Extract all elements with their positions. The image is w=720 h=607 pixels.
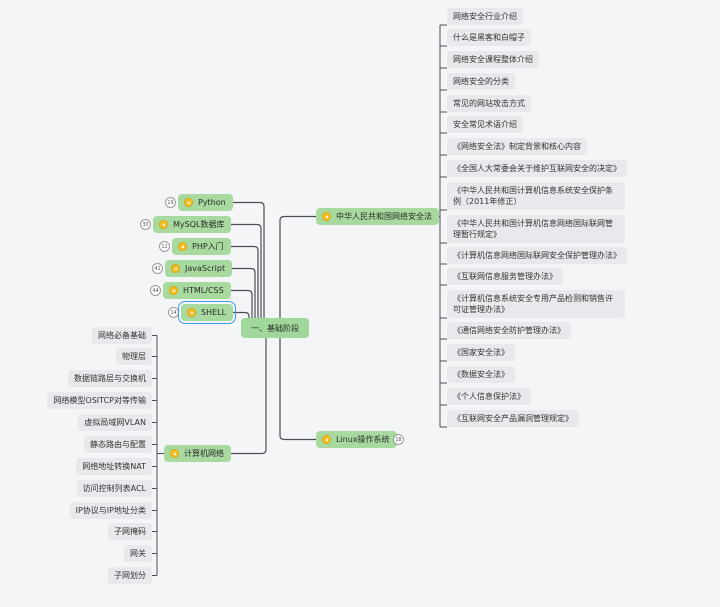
network-topic-item[interactable]: 物理层 xyxy=(116,348,152,365)
network-topic-item[interactable]: 网络模型OSITCP对等传输 xyxy=(47,392,152,409)
branch-label: SHELL xyxy=(201,308,227,317)
topic-icon xyxy=(187,308,196,317)
branch-label: Linux操作系统 xyxy=(336,435,390,444)
network-topic-item[interactable]: 静态路由与配置 xyxy=(84,436,152,453)
branch-count-badge[interactable]: 18 xyxy=(393,434,404,445)
law-topic-item[interactable]: 什么是黑客和白帽子 xyxy=(447,29,531,46)
branch-linux[interactable]: Linux操作系统 xyxy=(316,431,397,448)
law-topic-item[interactable]: 安全常见术语介绍 xyxy=(447,116,523,133)
connector-line xyxy=(275,215,316,329)
topic-icon xyxy=(159,220,168,229)
law-topic-item[interactable]: 常见的网站攻击方式 xyxy=(447,95,531,112)
law-topic-item[interactable]: 网络安全的分类 xyxy=(447,73,515,90)
connector-line xyxy=(232,267,256,320)
branch-label: HTML/CSS xyxy=(183,286,224,295)
law-topic-item[interactable]: 网络安全行业介绍 xyxy=(447,8,523,25)
connector-line xyxy=(279,328,316,441)
law-topic-item[interactable]: 《数据安全法》 xyxy=(447,366,515,383)
branch-count-badge[interactable]: 14 xyxy=(168,307,179,318)
branch-python[interactable]: Python xyxy=(178,194,233,211)
law-topic-item[interactable]: 《互联网安全产品漏洞管理规定》 xyxy=(447,410,579,427)
connector-line xyxy=(233,311,250,320)
law-topic-item[interactable]: 《全国人大常委会关于维护互联网安全的决定》 xyxy=(447,160,627,177)
branch-label: PHP入门 xyxy=(192,242,224,251)
connector-line xyxy=(231,289,253,320)
branch-label: JavaScript xyxy=(185,264,226,273)
topic-icon xyxy=(169,286,178,295)
branch-javascript[interactable]: JavaScript xyxy=(165,260,233,277)
law-topic-item[interactable]: 《国家安全法》 xyxy=(447,344,515,361)
branch-label: 计算机网络 xyxy=(184,449,224,458)
connector-line xyxy=(231,223,262,320)
branch-cybersecurity-law[interactable]: 中华人民共和国网络安全法 xyxy=(316,208,439,225)
law-topic-item[interactable]: 《通信网络安全防护管理办法》 xyxy=(447,322,571,339)
network-topic-item[interactable]: 访问控制列表ACL xyxy=(76,480,152,497)
network-topic-item[interactable]: 虚拟局域网VLAN xyxy=(78,414,152,431)
law-topic-item[interactable]: 《网络安全法》制定背景和核心内容 xyxy=(447,138,587,155)
branch-html-css[interactable]: HTML/CSS xyxy=(163,282,231,299)
network-topic-item[interactable]: 子网掩码 xyxy=(108,523,152,540)
branch-shell[interactable]: SHELL xyxy=(177,301,237,324)
branch-php[interactable]: PHP入门 xyxy=(172,238,231,255)
branch-count-badge[interactable]: 19 xyxy=(165,197,176,208)
network-topic-item[interactable]: 数据链路层与交换机 xyxy=(68,370,152,387)
law-topic-item[interactable]: 《计算机信息网络国际联网安全保护管理办法》 xyxy=(447,247,627,264)
law-topic-item[interactable]: 网络安全课程整体介绍 xyxy=(447,51,539,68)
branch-label: MySQL数据库 xyxy=(173,220,225,229)
law-topic-item[interactable]: 《中华人民共和国计算机信息网络国际联网管理暂行规定》 xyxy=(447,215,625,243)
connector-line xyxy=(233,201,265,320)
root-label: 一、基础阶段 xyxy=(251,323,299,333)
topic-icon xyxy=(184,198,193,207)
network-topic-item[interactable]: 网络地址转换NAT xyxy=(76,458,152,475)
topic-icon xyxy=(170,449,179,458)
branch-count-badge[interactable]: 44 xyxy=(150,285,161,296)
network-topic-item[interactable]: 子网划分 xyxy=(108,567,152,584)
root-node[interactable]: 一、基础阶段 xyxy=(241,318,309,338)
branch-count-badge[interactable]: 41 xyxy=(152,263,163,274)
law-topic-item[interactable]: 《计算机信息系统安全专用产品检测和销售许可证管理办法》 xyxy=(447,290,625,318)
branch-count-badge[interactable]: 30 xyxy=(140,219,151,230)
branch-count-badge[interactable]: 12 xyxy=(159,241,170,252)
topic-icon xyxy=(171,264,180,273)
branch-mysql[interactable]: MySQL数据库 xyxy=(153,216,232,233)
law-topic-item[interactable]: 《个人信息保护法》 xyxy=(447,388,531,405)
network-topic-item[interactable]: IP协议与IP地址分类 xyxy=(69,502,152,519)
network-topic-item[interactable]: 网络必备基础 xyxy=(92,327,152,344)
law-topic-item[interactable]: 《互联网信息服务管理办法》 xyxy=(447,268,563,285)
topic-icon xyxy=(178,242,187,251)
branch-computer-network[interactable]: 计算机网络 xyxy=(164,445,231,462)
topic-icon xyxy=(322,435,331,444)
branch-label: 中华人民共和国网络安全法 xyxy=(336,212,432,221)
law-topic-item[interactable]: 《中华人民共和国计算机信息系统安全保护条例（2011年修正） xyxy=(447,182,625,210)
network-topic-item[interactable]: 网关 xyxy=(124,545,152,562)
connector-line xyxy=(231,245,259,320)
branch-label: Python xyxy=(198,198,226,207)
topic-icon xyxy=(322,212,331,221)
connector-line xyxy=(231,338,267,455)
